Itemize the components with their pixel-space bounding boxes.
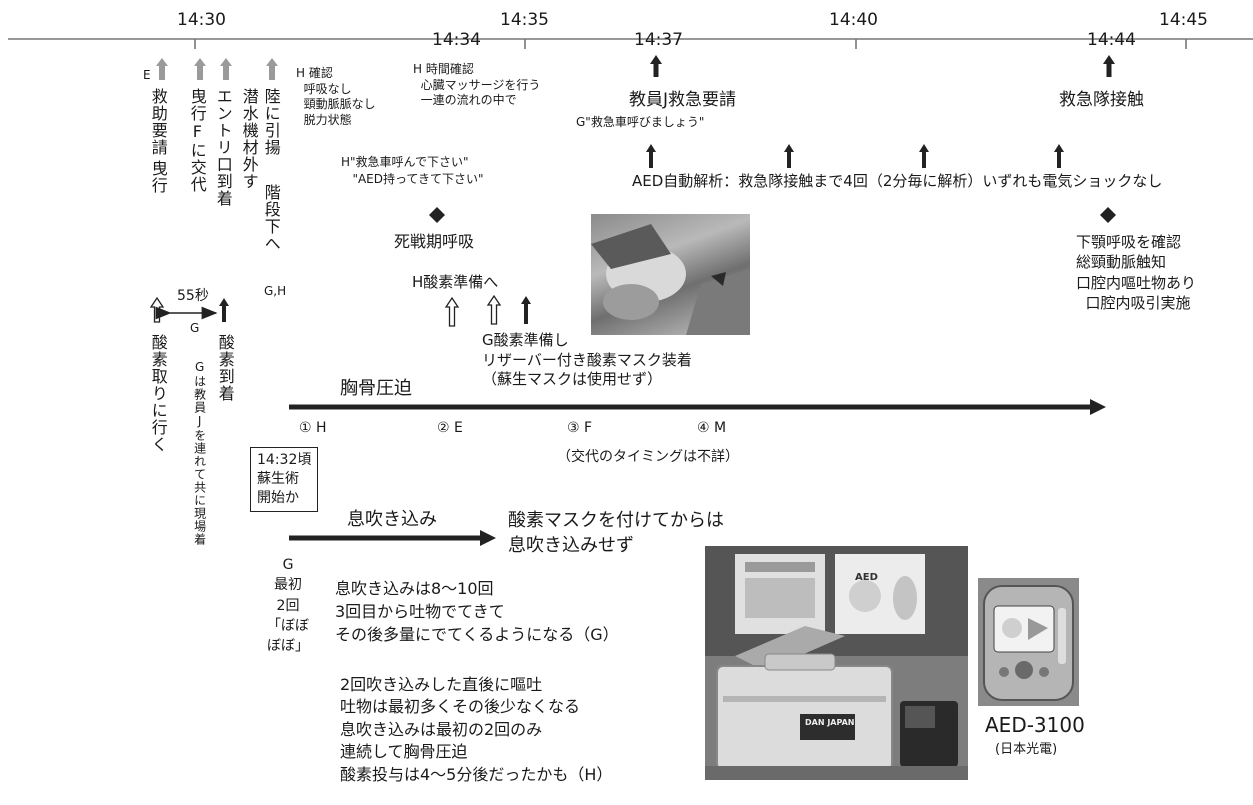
g-quote: G"救急車呼びましょう" bbox=[576, 115, 705, 129]
diamond-marker bbox=[429, 207, 445, 223]
after-mask-note: 酸素マスクを付けてからは 息吹き込みせず bbox=[508, 510, 724, 557]
g-oxygen-note: G酸素準備し リザーバー付き酸素マスク装着 （蘇生マスクは使用せず） bbox=[482, 331, 692, 388]
compression-marker-1: ① H bbox=[299, 420, 327, 436]
event-riku-kaidan: 階段下へ bbox=[261, 184, 281, 252]
aed-analysis: AED自動解析：救急隊接触まで4回（2分毎に解析）いずれも電気ショックなし bbox=[632, 172, 1163, 190]
h-quote: H"救急車呼んで下さい" "AED持ってきて下さい" bbox=[341, 155, 484, 187]
g-small-label: G bbox=[190, 321, 200, 335]
kyukyu-contact: 救急隊接触 bbox=[1059, 90, 1144, 110]
kyoin-j-call: 教員J救急要請 bbox=[629, 90, 737, 110]
tick-label-1440: 14:40 bbox=[829, 10, 878, 30]
event-kyujo: 救助要請 bbox=[148, 88, 168, 156]
compression-marker-4: ④ M bbox=[697, 420, 727, 436]
h-confirm-note: H 確認 呼吸なし 頸動脈脈なし 脱力状態 bbox=[296, 66, 376, 127]
oxygen-arrival: 酸素到着 bbox=[215, 334, 235, 402]
resuscitation-start-box: 14:32頃 蘇生術 開始か bbox=[250, 447, 319, 512]
breath-note-1: 息吹き込みは8～10回 3回目から吐物でてきて その後多量にでてくるようになる（… bbox=[335, 579, 619, 645]
diamond-marker bbox=[1100, 207, 1116, 223]
poster-logo-text: AED bbox=[855, 572, 878, 583]
g-first-two: G 最初 2回 「ぼぼ ぼぼ」 bbox=[267, 557, 309, 655]
g-with-j-note: Gは教員Jを連れて共に現場着 bbox=[192, 360, 207, 546]
sec55-label: 55秒 bbox=[177, 288, 209, 304]
cpr-photo bbox=[591, 214, 750, 335]
breath-arrowhead bbox=[480, 530, 496, 546]
gray-up-arrows bbox=[156, 58, 278, 80]
oxygen-fetch: 酸素取りに行く bbox=[148, 334, 168, 453]
event-riku: 陸に引揚 bbox=[261, 88, 281, 156]
shisenki-label: 死戦期呼吸 bbox=[394, 232, 475, 251]
aed-model-label: AED-3100 bbox=[985, 713, 1085, 737]
aed-case-photo: DAN JAPAN AED bbox=[705, 546, 968, 780]
h-oxygen-label: H酸素準備へ bbox=[412, 273, 499, 291]
sub-time-1437: 14:37 bbox=[634, 30, 683, 50]
tick-label-1445: 14:45 bbox=[1159, 10, 1208, 30]
sub-time-1444: 14:44 bbox=[1087, 30, 1136, 50]
event-sensui: 潜水機材外す bbox=[239, 88, 259, 190]
aed-maker-label: (日本光電) bbox=[995, 742, 1058, 757]
h-time-note: H 時間確認 心臓マッサージを行う 一連の流れの中で bbox=[413, 62, 541, 108]
riku-gh-label: G,H bbox=[264, 284, 287, 298]
kagaku-note: 下顎呼吸を確認 総頸動脈触知 口腔内嘔吐物あり 口腔内吸引実施 bbox=[1076, 233, 1197, 312]
breath-label: 息吹き込み bbox=[347, 509, 437, 530]
sub-time-1434: 14:34 bbox=[432, 30, 481, 50]
tick-label-1435: 14:35 bbox=[500, 10, 549, 30]
compression-marker-3: ③ F bbox=[567, 420, 593, 436]
event-eikou: 曳行Fに交代 bbox=[187, 88, 207, 193]
tick-label-1430: 14:30 bbox=[177, 10, 226, 30]
event-entry: エントリ口到着 bbox=[213, 88, 233, 207]
compression-marker-2: ② E bbox=[437, 420, 463, 436]
aed-device-photo bbox=[978, 578, 1079, 706]
compression-note: （交代のタイミングは不詳） bbox=[557, 449, 739, 465]
compression-arrowhead bbox=[1090, 399, 1106, 415]
compression-label: 胸骨圧迫 bbox=[340, 378, 412, 399]
case-logo-text: DAN JAPAN bbox=[805, 718, 855, 727]
breath-note-2: 2回吹き込みした直後に嘔吐 吐物は最初多くその後少なくなる 息吹き込みは最初の2… bbox=[340, 675, 613, 784]
event-kyujo-eikou: 曳行 bbox=[148, 160, 168, 194]
e-label: E bbox=[143, 68, 151, 82]
